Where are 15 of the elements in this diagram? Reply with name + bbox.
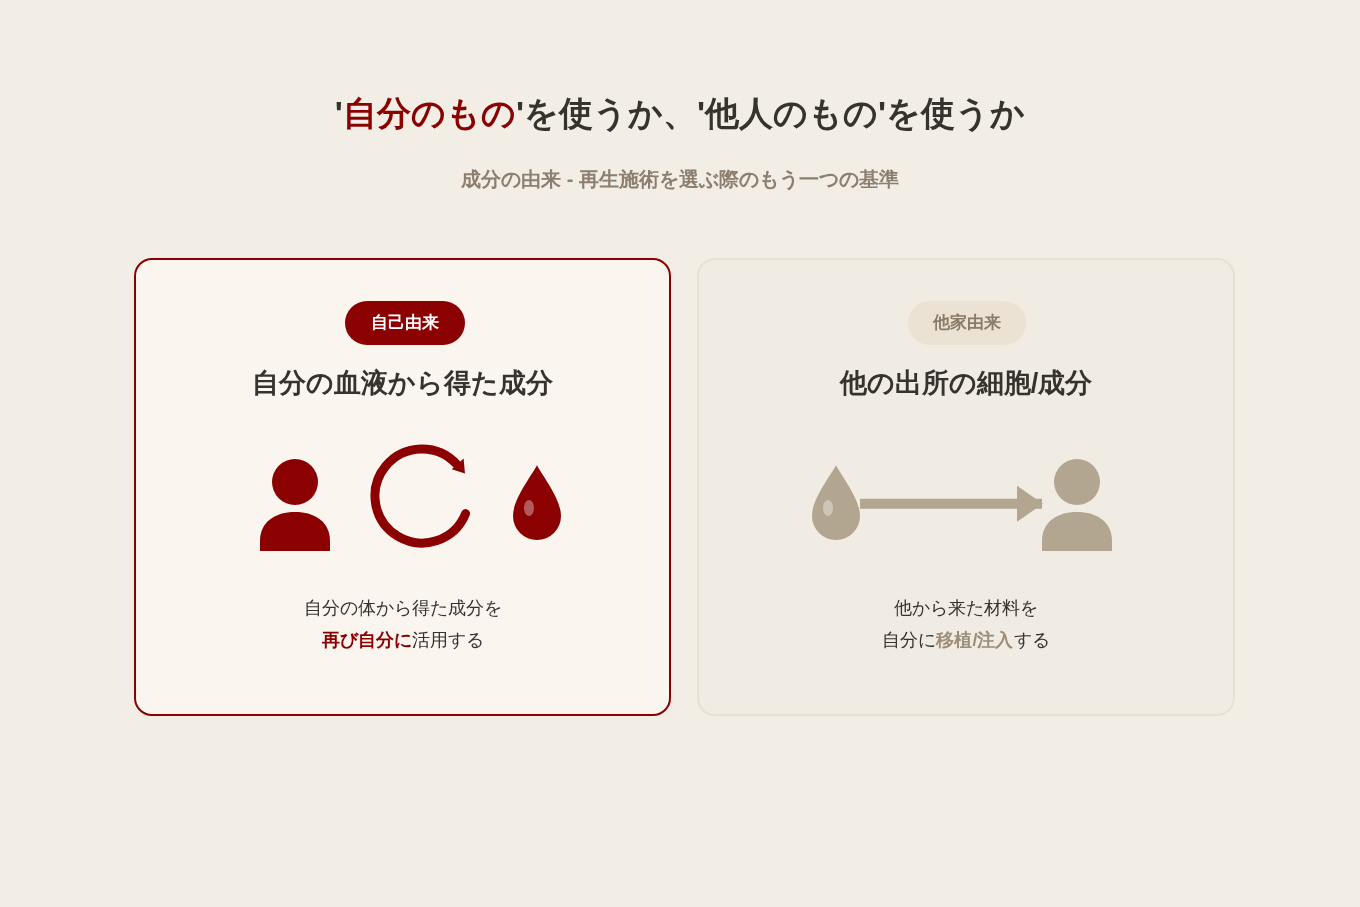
subtitle: 成分の由来 - 再生施術を選ぶ際のもう一つの基準 [461, 167, 899, 192]
page-title: '自分のもの'を使うか、'他人のもの'を使うか [334, 93, 1026, 134]
drop-icon [513, 465, 561, 540]
category-badge: 他家由来 [908, 301, 1026, 345]
person-icon [1042, 459, 1112, 551]
description-text: 自分の体から得た成分を再び自分に活用する [303, 597, 502, 652]
description-text: 他から来た材料を自分に移植/注入する [882, 597, 1050, 652]
comparison-card [134, 258, 671, 716]
drop-icon [812, 465, 860, 540]
category-badge: 自己由来 [345, 301, 465, 345]
comparison-card [697, 258, 1235, 716]
card-heading: 自分の血液から得た成分 [252, 367, 553, 400]
arrow [860, 485, 1043, 522]
person-icon [260, 459, 330, 551]
card-heading: 他の出所の細胞/成分 [839, 367, 1093, 400]
